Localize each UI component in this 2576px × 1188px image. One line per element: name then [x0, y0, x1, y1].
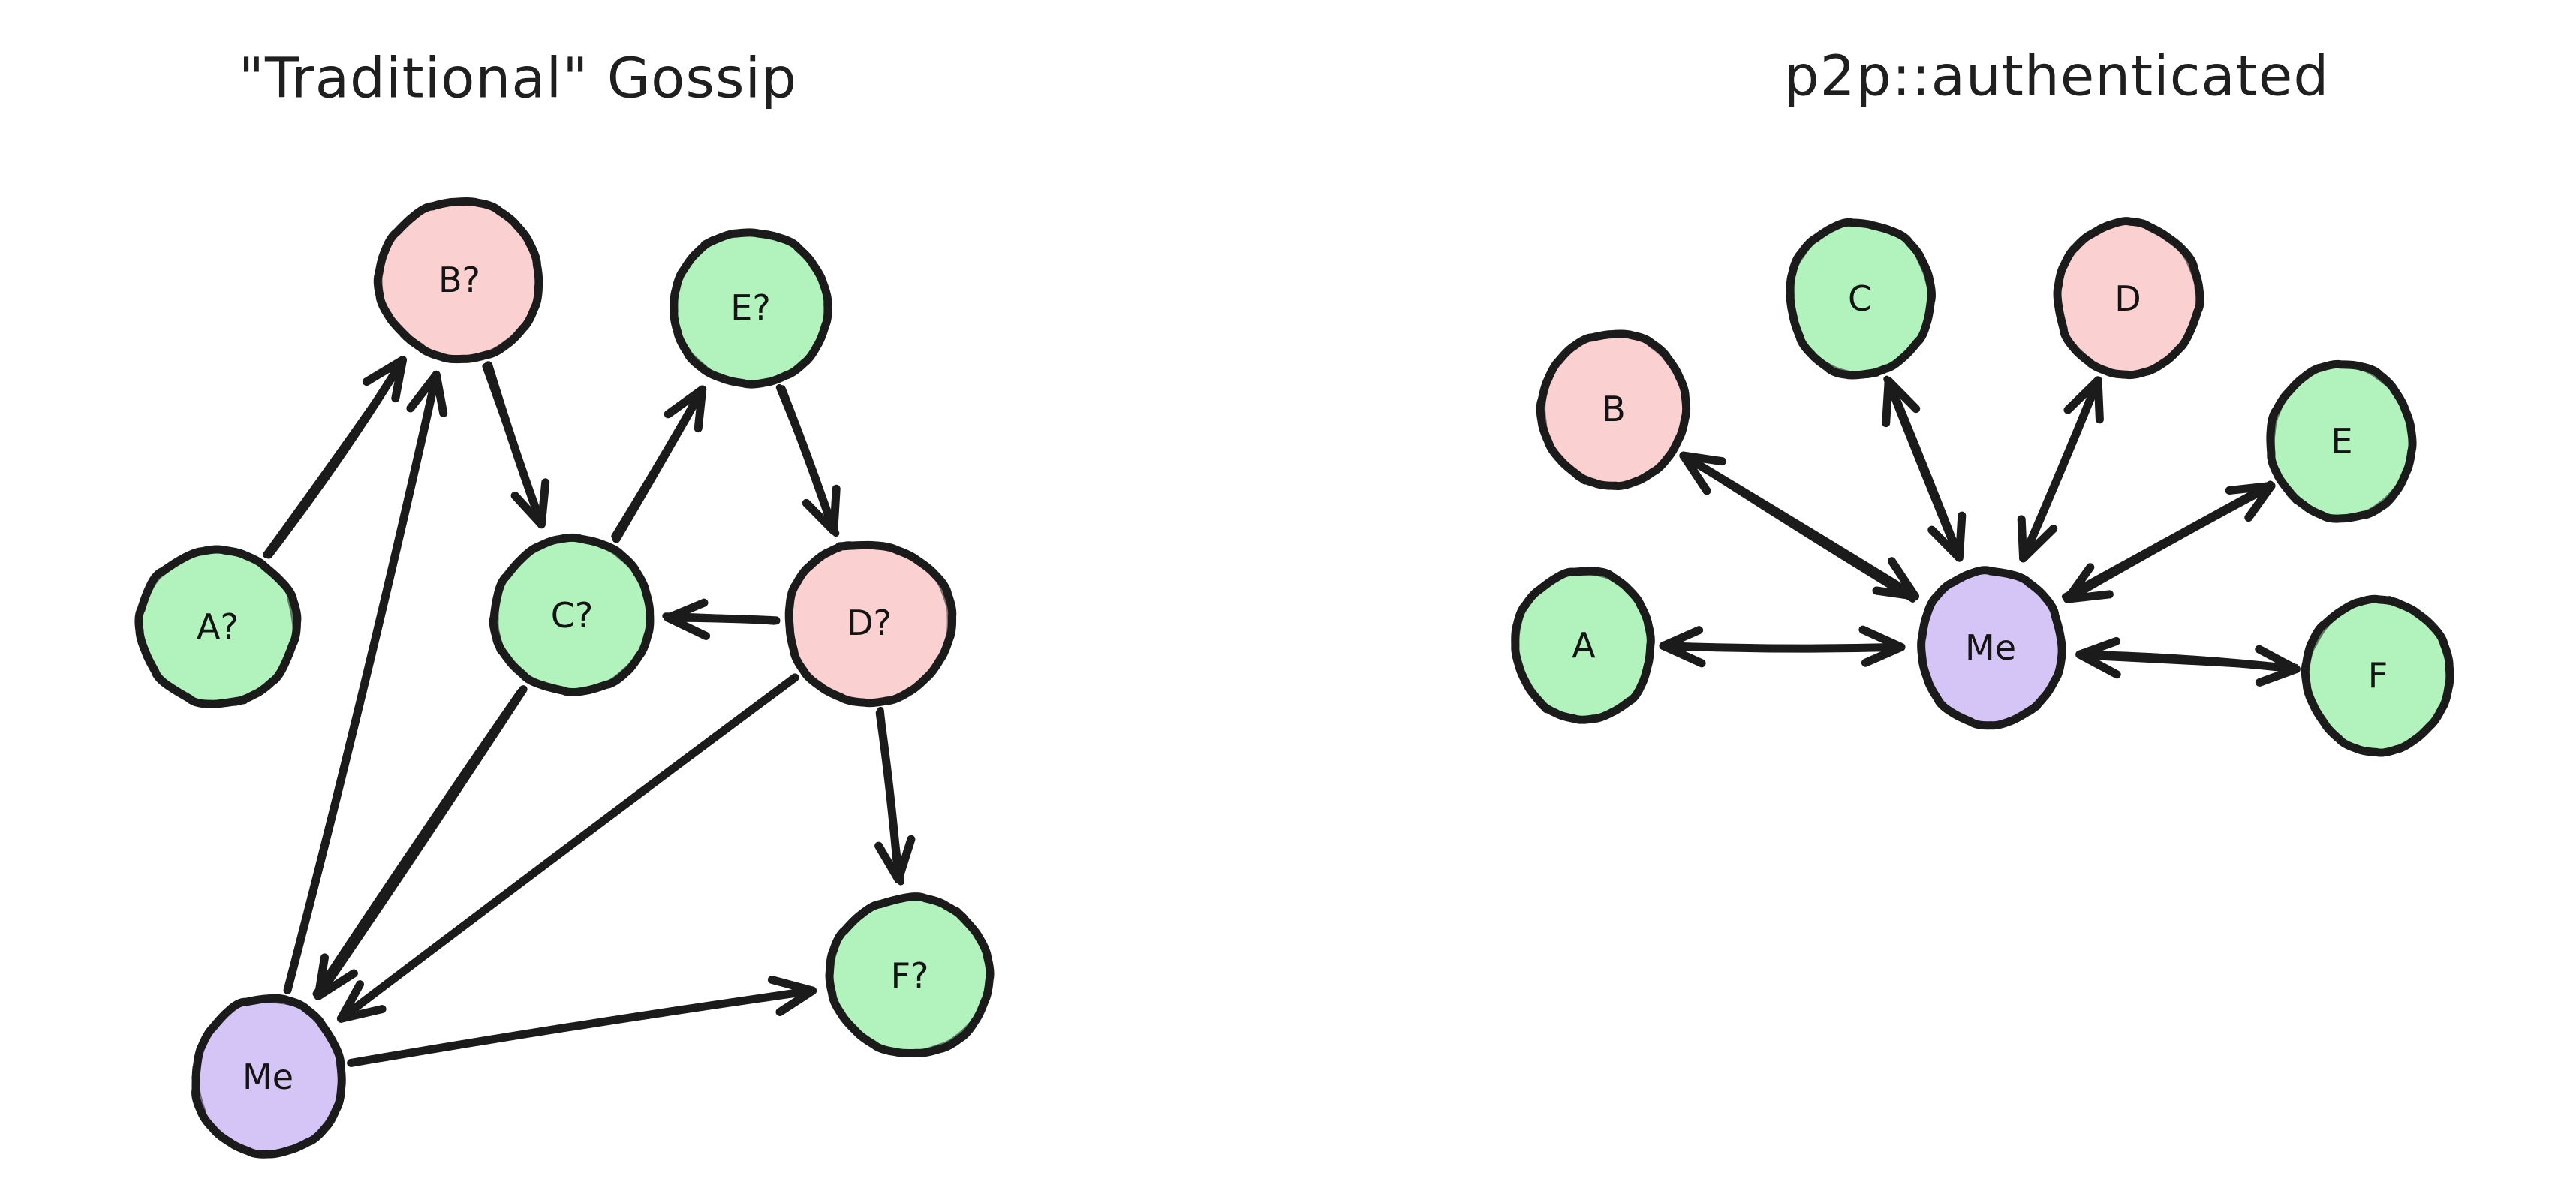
node-traditional-gossip-Me[interactable]: Me [191, 994, 346, 1159]
edge-p2p-authenticated-A-to-Me [1659, 625, 1906, 668]
node-label-B: B? [438, 260, 480, 300]
panel-title-p2p-authenticated: p2p::authenticated [1784, 44, 2330, 108]
edge-traditional-gossip-Me-to-F [347, 976, 817, 1067]
edge-layer [263, 356, 916, 1067]
node-traditional-gossip-A[interactable]: A? [134, 545, 302, 708]
panel-title-traditional-gossip: "Traditional" Gossip [239, 46, 797, 110]
node-p2p-authenticated-B[interactable]: B [1536, 329, 1691, 491]
node-p2p-authenticated-A[interactable]: A [1511, 567, 1655, 724]
edge-traditional-gossip-A-to-B [263, 356, 407, 559]
edge-layer [1659, 375, 2301, 687]
edge-traditional-gossip-B-to-C [482, 361, 550, 529]
edge-traditional-gossip-E-to-D [775, 383, 841, 537]
node-label-A: A [1572, 625, 1596, 666]
edge-p2p-authenticated-C-to-Me [1882, 375, 1967, 562]
edge-traditional-gossip-D-to-F [874, 706, 916, 886]
node-p2p-authenticated-F[interactable]: F [2301, 594, 2454, 757]
node-label-F: F? [891, 955, 929, 996]
edge-traditional-gossip-D-to-C [662, 598, 781, 640]
node-p2p-authenticated-D[interactable]: D [2053, 217, 2204, 380]
node-traditional-gossip-D[interactable]: D? [784, 540, 957, 708]
node-label-C: C? [551, 595, 594, 636]
edge-traditional-gossip-Me-to-B [283, 370, 448, 994]
node-traditional-gossip-C[interactable]: C? [489, 533, 655, 697]
node-p2p-authenticated-C[interactable]: C [1786, 218, 1936, 380]
node-label-E: E? [730, 287, 770, 328]
node-label-Me: Me [242, 1057, 293, 1097]
node-label-A: A? [197, 606, 239, 647]
edge-p2p-authenticated-F-to-Me [2075, 636, 2301, 687]
node-traditional-gossip-E[interactable]: E? [670, 228, 832, 389]
node-layer: A? B? C? D? E? F? Me [134, 197, 995, 1159]
node-label-Me: Me [1965, 627, 2016, 668]
node-p2p-authenticated-E[interactable]: E [2266, 359, 2417, 523]
node-label-D: D? [847, 603, 892, 643]
node-label-C: C [1848, 278, 1872, 319]
edge-p2p-authenticated-B-to-Me [1679, 451, 1919, 603]
node-label-E: E [2331, 421, 2352, 462]
edge-traditional-gossip-C-to-Me [312, 685, 528, 1000]
edge-traditional-gossip-C-to-E [611, 385, 707, 543]
node-layer: A B C D E F Me [1511, 217, 2454, 757]
edge-p2p-authenticated-E-to-Me [2061, 480, 2276, 603]
edge-traditional-gossip-D-to-Me [336, 673, 799, 1023]
node-traditional-gossip-F[interactable]: F? [825, 892, 995, 1057]
node-label-F: F [2368, 655, 2388, 696]
node-p2p-authenticated-Me[interactable]: Me [1917, 566, 2066, 730]
edge-p2p-authenticated-D-to-Me [2017, 376, 2104, 563]
node-traditional-gossip-B[interactable]: B? [373, 197, 543, 364]
node-label-D: D [2114, 278, 2141, 319]
node-label-B: B [1602, 389, 1626, 429]
